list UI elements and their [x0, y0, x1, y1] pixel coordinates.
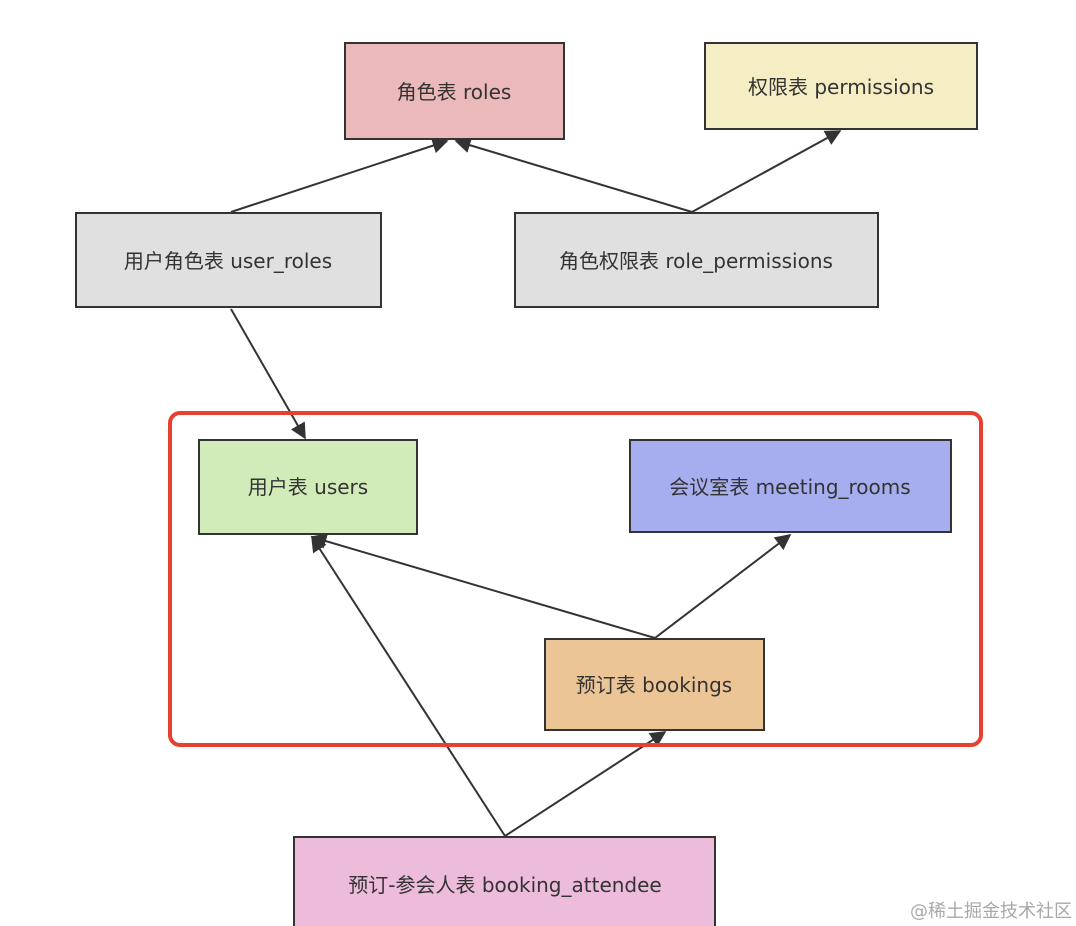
- node-users: 用户表 users: [198, 439, 418, 535]
- node-label: 预订表 bookings: [576, 673, 732, 697]
- node-label: 预订-参会人表 booking_attendee: [348, 873, 661, 897]
- edge-user-roles-to-users: [230, 308, 306, 440]
- node-permissions: 权限表 permissions: [704, 42, 978, 130]
- edge-attendee-to-bookings: [504, 731, 667, 837]
- node-label: 会议室表 meeting_rooms: [669, 475, 910, 499]
- node-role-permissions: 角色权限表 role_permissions: [514, 212, 879, 308]
- edge-attendee-to-users: [311, 535, 506, 837]
- edge-role-permissions-to-roles: [454, 137, 693, 213]
- node-user-roles: 用户角色表 user_roles: [75, 212, 382, 308]
- node-label: 权限表 permissions: [748, 75, 934, 99]
- edge-bookings-to-users: [310, 533, 656, 639]
- node-label: 角色权限表 role_permissions: [559, 249, 833, 273]
- node-label: 用户角色表 user_roles: [124, 249, 332, 273]
- node-booking-attendee: 预订-参会人表 booking_attendee: [293, 836, 716, 926]
- node-label: 用户表 users: [248, 475, 368, 499]
- edge-role-permissions-to-permissions: [691, 130, 842, 213]
- node-roles: 角色表 roles: [344, 42, 565, 140]
- node-label: 角色表 roles: [397, 80, 512, 104]
- node-bookings: 预订表 bookings: [544, 638, 765, 731]
- edge-bookings-to-meeting-rooms: [654, 534, 792, 639]
- watermark: @稀土掘金技术社区: [910, 901, 1072, 922]
- highlight-frame: [168, 411, 983, 747]
- node-meeting-rooms: 会议室表 meeting_rooms: [629, 439, 952, 533]
- edge-user-roles-to-roles: [230, 137, 449, 213]
